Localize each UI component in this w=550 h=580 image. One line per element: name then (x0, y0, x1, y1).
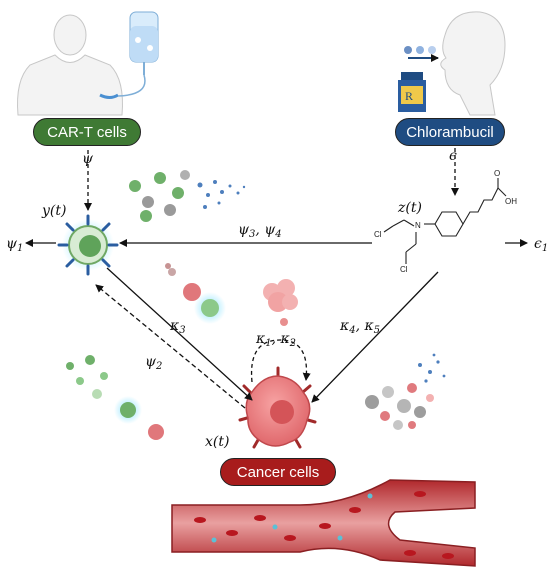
molecule-oh: OH (505, 197, 517, 206)
label-psi: ψ (82, 151, 94, 167)
arrow-x-self-loop (250, 339, 311, 383)
label-psi2: ψ2 (145, 354, 162, 372)
cart-attack-icon-top (165, 263, 226, 324)
molecule-o: O (494, 169, 500, 178)
label-epsilon1: ϵ1 (534, 236, 548, 254)
arrow-y-to-x (106, 267, 253, 401)
label-kappa4-kappa5: κ4, κ5 (339, 318, 380, 336)
cart-cells-label: CAR-T cells (33, 118, 141, 146)
patient-icon (17, 14, 123, 116)
rx-bottle-icon: R (398, 72, 426, 112)
blood-vessel-icon (171, 479, 476, 567)
arrow-z-to-x (311, 271, 439, 403)
label-psi3-psi4: ψ3, ψ4 (238, 222, 282, 240)
molecule-cl-top: Cl (374, 230, 382, 239)
label-psi1: ψ1 (6, 236, 23, 254)
cart-expansion-icon (129, 170, 246, 222)
cancer-cells-label: Cancer cells (220, 458, 336, 486)
oral-dose-icon (404, 11, 506, 116)
iv-bag-icon (117, 11, 159, 97)
cart-cell-icon (57, 214, 119, 276)
chlorambucil-molecule (383, 178, 507, 264)
arrows (25, 148, 528, 409)
molecule-n: N (415, 221, 421, 230)
chlorambucil-label: Chlorambucil (395, 118, 505, 146)
label-z-t: z(t) (397, 200, 422, 216)
arrow-x-to-y-dashed (95, 284, 246, 409)
cancer-apoptosis-icon (365, 353, 446, 430)
label-kappa1-kappa2: κ1, κ2 (255, 331, 296, 349)
svg-text:R: R (405, 89, 413, 103)
label-y-t: y(t) (41, 203, 66, 219)
cancer-cluster-icon (263, 279, 298, 326)
cancer-cell-icon (238, 366, 317, 449)
label-x-t: x(t) (205, 434, 229, 450)
label-kappa3: κ3 (169, 318, 186, 336)
molecule-cl-bottom: Cl (400, 265, 408, 274)
label-epsilon: ϵ (449, 148, 457, 164)
cart-attack-icon-bottom (66, 355, 164, 440)
